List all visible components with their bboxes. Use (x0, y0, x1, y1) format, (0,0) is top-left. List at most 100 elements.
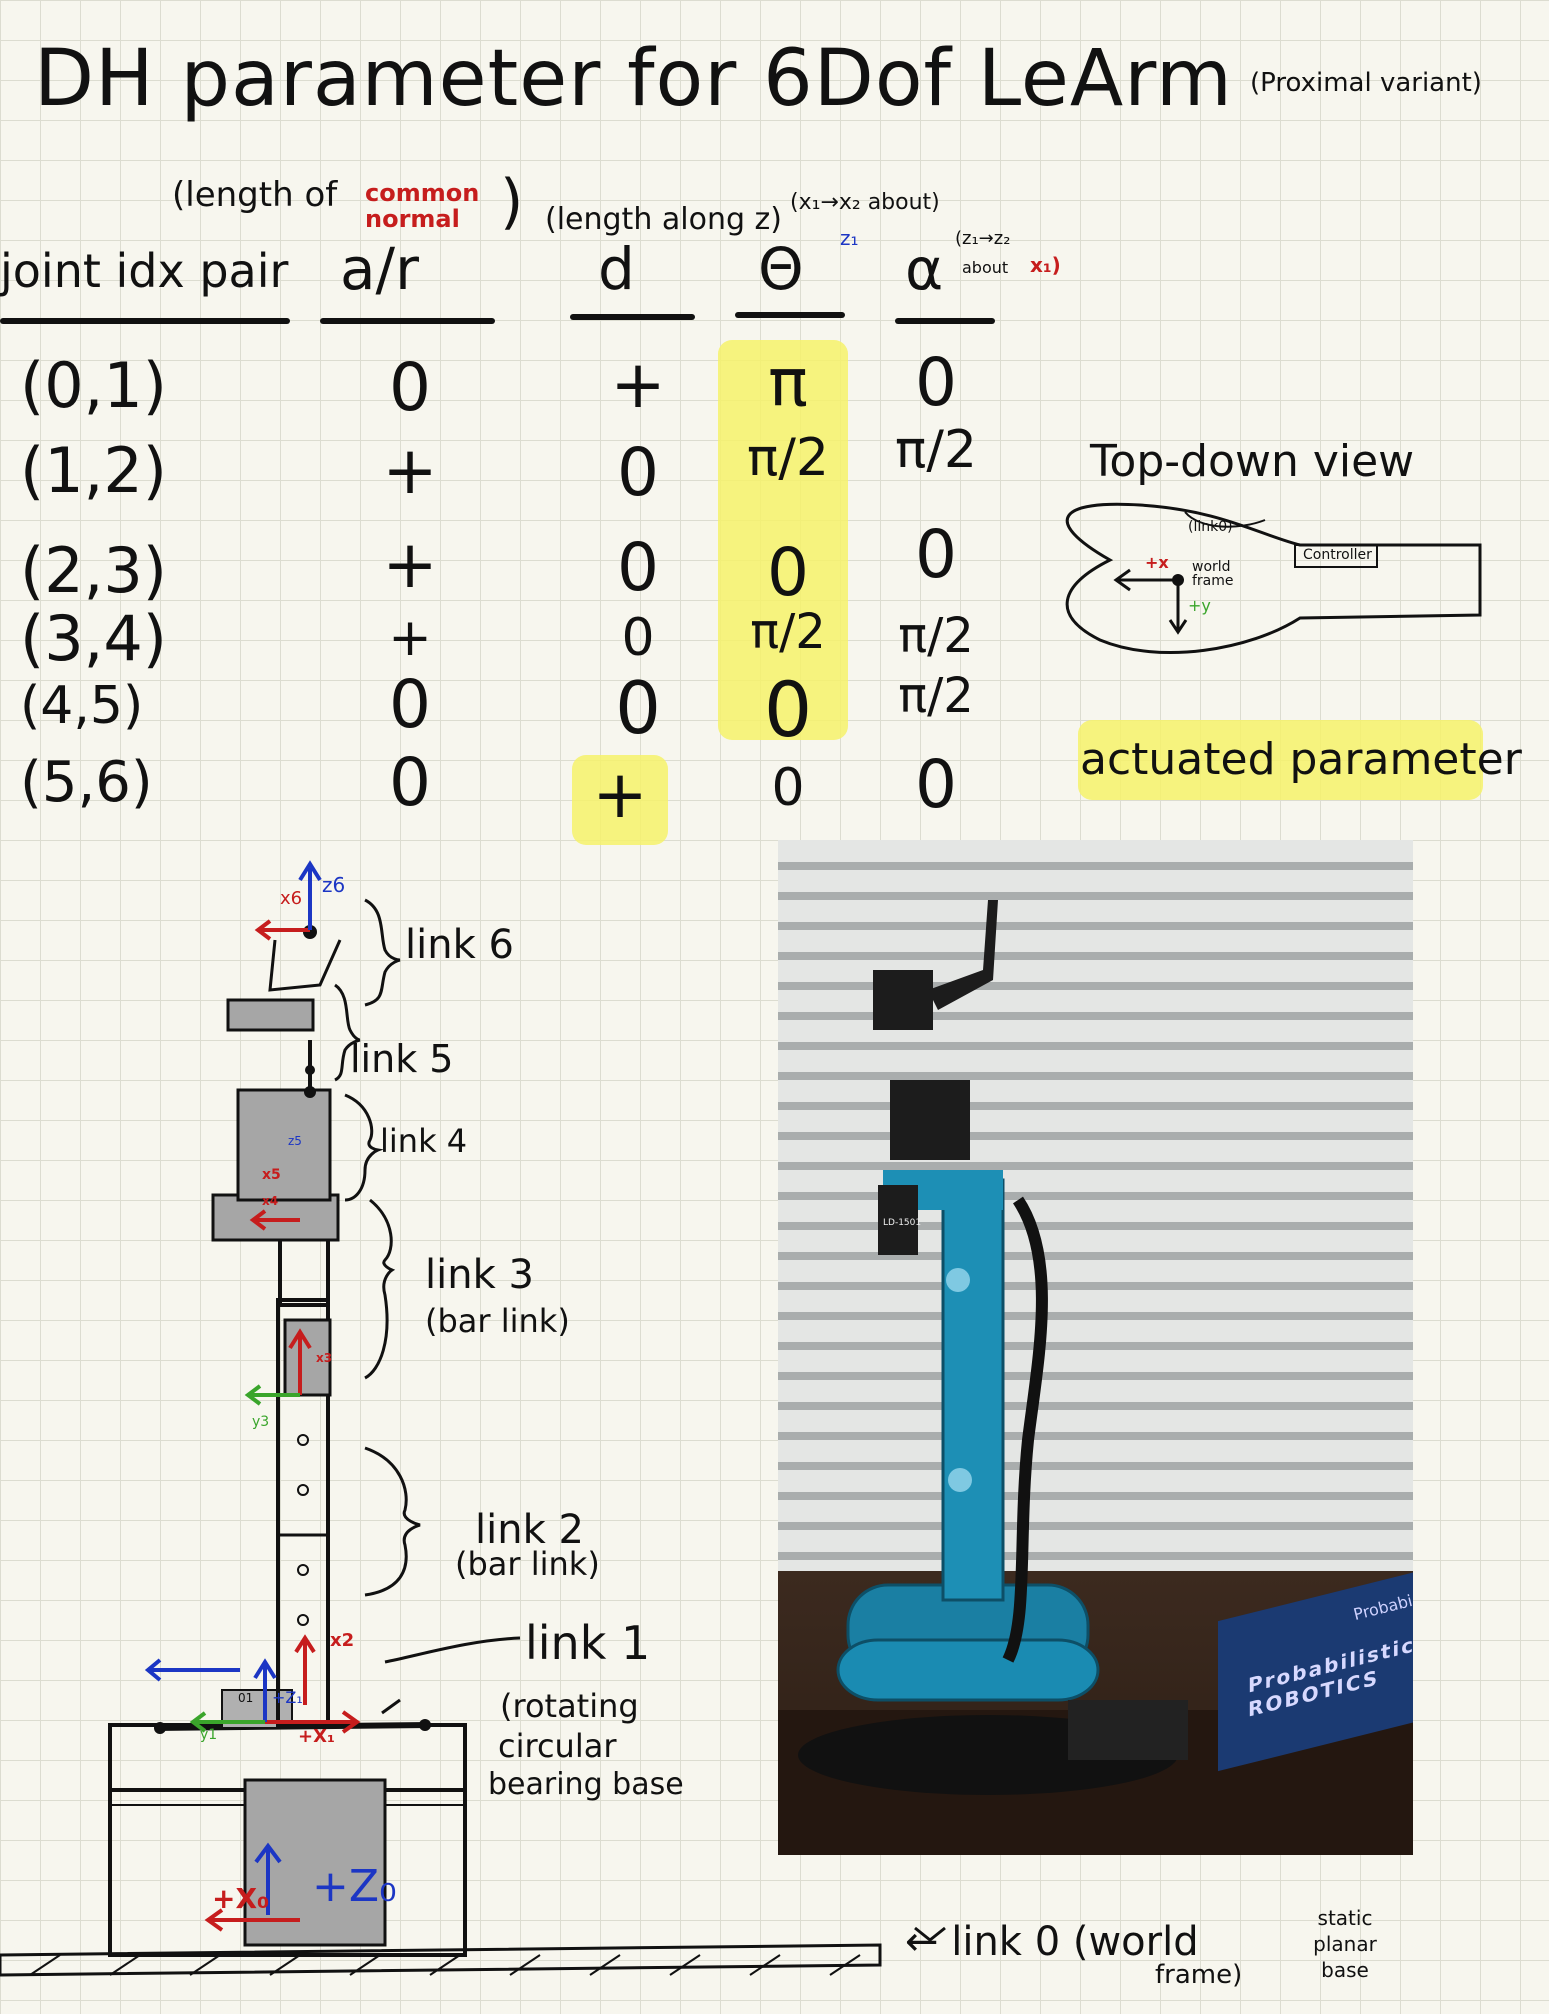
base-outline (1065, 502, 1482, 655)
link1-sub2: circular (498, 1727, 617, 1765)
link3-bar (278, 1193, 330, 1307)
z1-label: +Z₁ (272, 1688, 303, 1707)
x2-label: x2 (330, 1630, 355, 1651)
link3-sub-label: (bar link) (425, 1302, 570, 1340)
row-alpha: π/2 (895, 420, 977, 480)
topdown-title: Top-down view (1090, 436, 1415, 487)
robot-arm-column (941, 1178, 1005, 1602)
row-alpha: 0 (915, 344, 957, 421)
row-theta: π (768, 344, 808, 421)
row-alpha: π/2 (898, 608, 974, 664)
row-alpha: 0 (915, 516, 957, 593)
row-theta: 0 (763, 665, 813, 754)
header-alpha: α (905, 235, 944, 303)
header-rule-alpha (895, 318, 995, 324)
x0-label: +X₀ (212, 1882, 270, 1915)
servo-label: LD-1501 (883, 1218, 921, 1228)
x1-label: +X₁ (298, 1726, 335, 1747)
row-theta: π/2 (747, 428, 829, 488)
link2-sub-label: (bar link) (455, 1545, 600, 1583)
z5-label: z5 (288, 1134, 302, 1148)
topdown-y-label: +y (1188, 596, 1211, 615)
link1-plate (154, 1722, 431, 1731)
row-pair: (3,4) (20, 602, 167, 675)
a-note: (length of (172, 178, 337, 212)
topdown-link0-label: (link0) (1188, 519, 1233, 535)
header-a: a/r (340, 235, 419, 303)
row-theta: 0 (771, 758, 805, 818)
link6-label: link 6 (405, 922, 514, 968)
alpha-note: (z₁→z₂ (955, 228, 1011, 249)
row-pair: (1,2) (20, 434, 167, 507)
link2-label: link 2 (475, 1507, 584, 1553)
page-subtitle: (Proximal variant) (1250, 68, 1482, 98)
actuated-highlight-theta (718, 340, 848, 740)
header-d: d (598, 235, 635, 303)
robot-cable (1002, 1196, 1048, 1663)
link5-label: link 5 (350, 1037, 454, 1081)
link1-sub1: (rotating (500, 1687, 639, 1725)
link1-sub3: bearing base (488, 1767, 684, 1802)
robot-arm-drawing: LD-1501 (778, 900, 1413, 1855)
alpha-note-about: about (962, 258, 1009, 277)
row-d: 0 (621, 608, 655, 668)
row-pair: (5,6) (20, 750, 153, 815)
row-theta: π/2 (750, 604, 826, 660)
row-a: 0 (389, 349, 431, 426)
link5-gripper-body (226, 998, 315, 1032)
a-note-common-normal: common normal (365, 179, 480, 234)
link4-label: link 4 (380, 1122, 468, 1160)
row-d: + (610, 346, 666, 423)
header-theta: Θ (758, 235, 804, 303)
row-pair: (0,1) (20, 349, 167, 422)
page-title: DH parameter for 6Dof LeArm (34, 34, 1233, 124)
header-rule-a (320, 318, 495, 324)
theta-note: (x₁→x₂ about) (790, 190, 940, 215)
link0-note: static planar base (1313, 1906, 1377, 1982)
alpha-note-axis: x₁) (1030, 253, 1061, 277)
row-a: + (382, 432, 438, 509)
row-theta: 0 (767, 534, 809, 611)
row-a: 0 (389, 666, 431, 743)
a-note-prefix: (length of (172, 175, 338, 215)
topdown-x-arrowhead (1113, 568, 1131, 592)
row-d: 0 (617, 529, 659, 606)
actuated-highlight-legend (1078, 720, 1483, 800)
o1-label: 01 (238, 1691, 254, 1705)
d-note: (length along z) (545, 202, 782, 237)
topdown-controller-label: Controller (1303, 547, 1372, 563)
book-title: Probabilistic ROBOTICS (1248, 1632, 1413, 1722)
row-a: 0 (389, 744, 431, 821)
z0-label: +Z₀ (312, 1861, 397, 1912)
header-rule-theta (735, 312, 845, 318)
link3-label: link 3 (425, 1252, 534, 1298)
base-frame (108, 1723, 467, 1957)
a-note-close-paren: ) (500, 167, 524, 237)
row-a: + (382, 526, 438, 603)
x4-label: x4 (262, 1194, 279, 1208)
actuated-highlight-d (572, 755, 668, 845)
row-pair: (4,5) (20, 676, 144, 736)
row-d: + (592, 756, 648, 833)
world-origin-dot (1172, 574, 1184, 586)
z6-label: z6 (322, 873, 346, 897)
ground-hatch (29, 1954, 861, 1976)
x3-label: x3 (316, 1351, 333, 1365)
theta-note-axis: z₁ (840, 226, 859, 250)
topdown-y-arrowhead (1168, 619, 1188, 635)
x5-label: x5 (262, 1167, 281, 1183)
link6-gripper (268, 939, 342, 992)
row-alpha: 0 (915, 746, 957, 823)
topdown-world-label: world frame (1192, 559, 1234, 589)
y1-label: y1 (200, 1727, 218, 1743)
row-pair: (2,3) (20, 534, 167, 607)
topdown-x-label: +x (1145, 553, 1169, 572)
row-alpha: π/2 (898, 668, 974, 724)
header-rule-pair (0, 318, 290, 324)
x6-label: x6 (280, 888, 303, 909)
link0-label: ← link 0 (world (905, 1919, 1199, 1965)
header-rule-d (570, 314, 695, 320)
link0-sub-label: frame) (1155, 1960, 1243, 1990)
header-joint-pair: joint idx pair (0, 244, 289, 298)
link4-servo (236, 1088, 332, 1202)
